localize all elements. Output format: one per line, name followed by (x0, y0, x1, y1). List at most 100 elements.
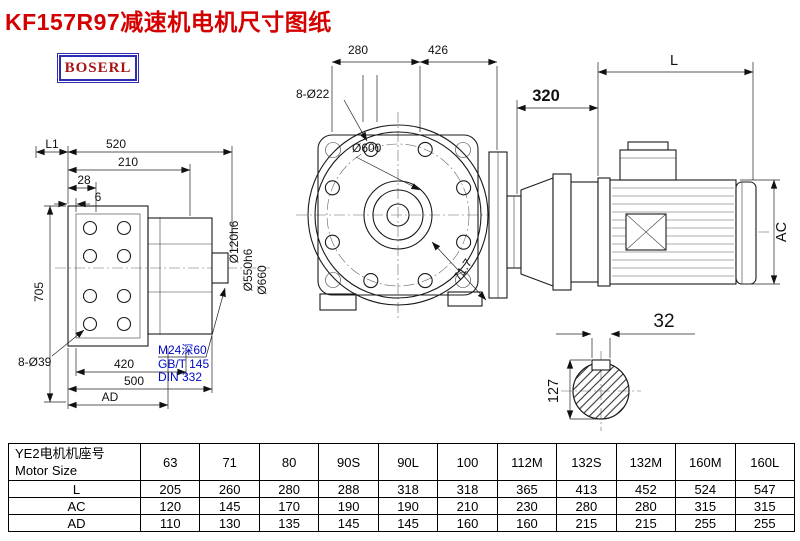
dim-ad-label: AD (102, 390, 119, 404)
value-cell: 230 (496, 497, 558, 515)
note-std1-label: GB/T 145 (158, 357, 209, 371)
dim-520-label: 520 (106, 137, 126, 151)
value-cell: 190 (318, 497, 379, 515)
value-cell: 145 (318, 514, 379, 532)
bore-circle (372, 189, 424, 241)
front-view: 280 426 8-Ø22 Ø600 71.7 (296, 43, 502, 320)
value-cell: 190 (377, 497, 439, 515)
value-cell: 365 (496, 480, 558, 498)
row-label-ac: AC (8, 497, 141, 515)
motor-view-dimension-lines (516, 62, 780, 285)
size-col-header: 160L (734, 443, 796, 481)
value-cell: 255 (675, 514, 736, 532)
dim-32-label: 32 (653, 311, 674, 332)
hub-circle (363, 180, 433, 250)
dim-l1-label: L1 (45, 137, 59, 151)
motor-view: 320 L AC (488, 53, 790, 299)
dim-28-label: 28 (77, 173, 91, 187)
technical-drawing: L1 520 210 28 6 705 8-Ø39 420 500 AD Ø12… (18, 43, 790, 431)
motor-size-table: YE2电机机座号 Motor Size 63 71 80 90S 90L 100… (8, 443, 796, 532)
value-cell: 170 (258, 497, 320, 515)
value-cell: 318 (437, 480, 498, 498)
housing-square (317, 134, 479, 296)
header-label-cn: YE2电机机座号 (15, 446, 105, 461)
front-view-dimension-lines (331, 58, 498, 301)
dim-6-label: 6 (95, 190, 102, 204)
size-col-header: 132S (556, 443, 617, 481)
fan-cowl (735, 181, 757, 285)
dim-8xd22-label: 8-Ø22 (296, 87, 330, 101)
flange-bolt-holes (82, 220, 132, 332)
dim-l-label: L (670, 53, 678, 69)
size-col-header: 71 (199, 443, 260, 481)
value-cell: 452 (615, 480, 677, 498)
keyway (591, 359, 611, 371)
bolt-circle (326, 143, 470, 287)
size-col-header: 80 (258, 443, 320, 481)
dim-705-label: 705 (32, 282, 46, 302)
size-col-header: 132M (615, 443, 677, 481)
shaft-section-circle (572, 362, 630, 420)
dim-500-label: 500 (124, 374, 144, 388)
foot-left (319, 293, 357, 311)
gear-housing (147, 217, 213, 335)
value-cell: 135 (258, 514, 320, 532)
terminal-box-cap (627, 141, 669, 151)
motor-size-header-cell: YE2电机机座号 Motor Size (8, 443, 141, 481)
dim-d600-label: Ø600 (352, 141, 382, 155)
value-cell: 315 (734, 497, 796, 515)
table-row-l: L 205 260 280 288 318 318 365 413 452 52… (8, 480, 796, 498)
size-col-header: 100 (437, 443, 498, 481)
value-cell: 110 (139, 514, 201, 532)
adapter-flange (552, 173, 572, 291)
motor-flange (597, 177, 611, 287)
dim-210-label: 210 (118, 155, 138, 169)
adapter-spacer (570, 181, 599, 283)
table-header-row: YE2电机机座号 Motor Size 63 71 80 90S 90L 100… (8, 443, 796, 481)
size-col-header: 90S (318, 443, 379, 481)
value-cell: 145 (377, 514, 439, 532)
dim-426-label: 426 (428, 43, 448, 57)
value-cell: 318 (377, 480, 439, 498)
value-cell: 413 (556, 480, 617, 498)
value-cell: 210 (437, 497, 498, 515)
size-col-header: 160M (675, 443, 736, 481)
value-cell: 215 (615, 514, 677, 532)
shaft-section-view: 32 127 (546, 311, 695, 431)
dim-127-label: 127 (546, 379, 562, 403)
value-cell: 205 (139, 480, 201, 498)
note-thread-label: M24深60 (158, 343, 207, 357)
value-cell: 255 (734, 514, 796, 532)
nameplate-box (625, 213, 667, 251)
flange-face-circle (314, 131, 482, 299)
shaft-view-dimension-lines (556, 330, 695, 420)
page-title: KF157R97减速机电机尺寸图纸 (5, 9, 332, 35)
value-cell: 280 (556, 497, 617, 515)
adapter-cone (520, 177, 554, 287)
dim-320-label: 320 (532, 87, 560, 105)
dim-71-7-label: 71.7 (450, 256, 475, 283)
flange-outer-circle (307, 124, 489, 306)
value-cell: 524 (675, 480, 736, 498)
table-row-ad: AD 110 130 135 145 145 160 160 215 215 2… (8, 514, 796, 532)
size-col-header: 112M (496, 443, 558, 481)
dim-shaft-dia-label: Ø120h6 (227, 220, 241, 263)
dim-8xd39-label: 8-Ø39 (18, 355, 52, 369)
value-cell: 547 (734, 480, 796, 498)
dim-flange-dia-label: Ø660 (255, 265, 269, 295)
logo-text: BOSERL (64, 59, 132, 76)
boserl-logo: BOSERL (57, 53, 139, 83)
value-cell: 280 (615, 497, 677, 515)
value-cell: 145 (199, 497, 260, 515)
value-cell: 315 (675, 497, 736, 515)
size-col-header: 63 (139, 443, 201, 481)
dim-280-label: 280 (348, 43, 368, 57)
value-cell: 215 (556, 514, 617, 532)
flange-plate-inner (75, 213, 141, 339)
left-view: L1 520 210 28 6 705 8-Ø39 420 500 AD Ø12… (18, 137, 270, 409)
size-col-header: 90L (377, 443, 439, 481)
output-shaft (211, 252, 229, 284)
table-row-ac: AC 120 145 170 190 190 210 230 280 280 3… (8, 497, 796, 515)
terminal-box (619, 149, 677, 181)
flange-plate (67, 205, 149, 347)
